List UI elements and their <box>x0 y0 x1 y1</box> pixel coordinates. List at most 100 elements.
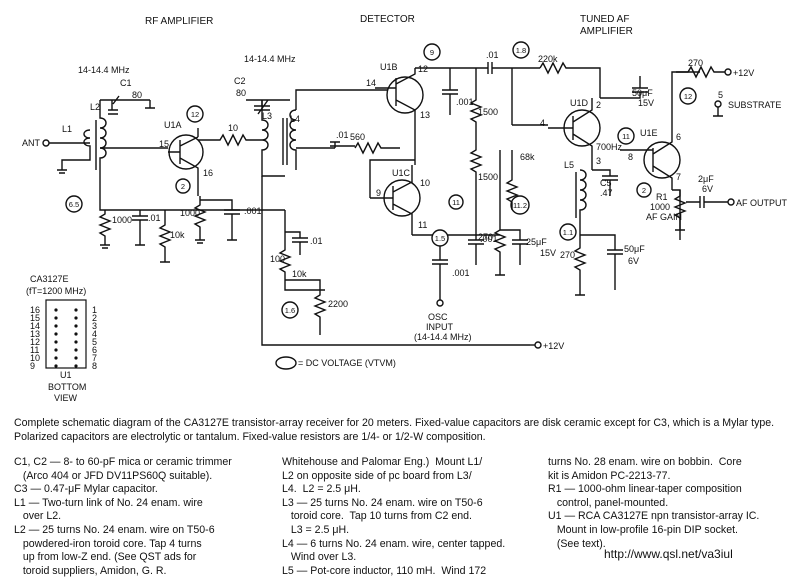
note-line: Wind over L3. <box>282 551 357 564</box>
voltage-1-6-text: 1.6 <box>285 306 295 315</box>
r100-label: 100 <box>270 254 285 264</box>
substrate-label: SUBSTRATE <box>728 100 781 110</box>
l2-label: L2 <box>90 102 100 112</box>
dip-pin-dot <box>74 324 78 328</box>
dc-voltage-legend-symbol <box>275 356 297 370</box>
u1b-label: U1B <box>380 62 398 72</box>
l1-label: L1 <box>62 124 72 134</box>
dip-pin-label: 7 <box>92 353 97 363</box>
note-line: (See text). <box>548 537 606 550</box>
detector-section: .01 560 U1B 14 12 13 9 .001 1500 1500 U1… <box>330 43 556 342</box>
voltage-9-text: 9 <box>430 48 434 57</box>
dip-pin-dot <box>74 356 78 360</box>
pin-4-label: 4 <box>540 118 545 128</box>
note-line: L4. L2 = 2.5 μH. <box>282 483 361 496</box>
voltage-1-1-text: 1.1 <box>563 228 573 237</box>
c001b-label: .001 <box>456 97 474 107</box>
c50uf-label: 50μF <box>632 88 653 98</box>
osc-input-terminal <box>436 299 444 307</box>
r1500a-label: 1500 <box>478 107 498 117</box>
dip-pin-label: 1 <box>92 305 97 315</box>
voltage-4-text: 2 <box>642 186 646 195</box>
dip-pin-label: 5 <box>92 337 97 347</box>
note-line: Mount in low-profile 16-pin DIP socket. <box>548 523 738 536</box>
note-line: powdered-iron toroid core. Tap 4 turns <box>14 537 202 550</box>
u1e-label: U1E <box>640 128 658 138</box>
voltage-2-text: 2 <box>181 182 185 191</box>
c47-label: .47 <box>600 188 613 198</box>
freq-label-1: 14-14.4 MHz <box>78 65 130 75</box>
c2-value: 80 <box>236 88 246 98</box>
substrate-pin-label: 5 <box>718 90 723 100</box>
c001a-label: .001 <box>244 206 262 216</box>
voltage-bubble-1-1 <box>559 223 577 241</box>
u1b-transistor <box>386 76 424 114</box>
af-output-label: AF OUTPUT <box>736 198 788 208</box>
af-output-terminal <box>727 198 735 206</box>
ca3127e-label: CA3127E <box>30 274 69 284</box>
voltage-bubble-1-5 <box>431 229 449 247</box>
c1-label: C1 <box>120 78 132 88</box>
note-line: control, panel-mounted. <box>548 496 669 509</box>
dip-pin-dot <box>74 332 78 336</box>
r270c-label: 270 <box>560 250 575 260</box>
note-line: C3 — 0.47-μF Mylar capacitor. <box>14 483 158 496</box>
v6b-label: 6V <box>702 184 713 194</box>
voltage-bubble-2 <box>175 178 191 194</box>
pin-7-label: 7 <box>676 172 681 182</box>
voltage-1-5-text: 1.5 <box>435 234 445 243</box>
dc-voltage-legend: = DC VOLTAGE (VTVM) <box>298 358 396 368</box>
note-line: C1, C2 — 8- to 60-pF mica or ceramic tri… <box>14 456 232 468</box>
pin-9-label: 9 <box>376 188 381 198</box>
r10-label: 10 <box>228 123 238 133</box>
note-line: L3 — 25 turns No. 24 enam. wire on T50-6 <box>282 496 483 509</box>
dip-pin-dot <box>54 332 58 336</box>
dip-pin-dot <box>54 308 58 312</box>
pin-13-label: 13 <box>420 110 430 120</box>
dip-pin-dot <box>74 340 78 344</box>
voltage-bubble-6-5 <box>65 195 83 213</box>
u1d-label: U1D <box>570 98 589 108</box>
note-line: Whitehouse and Palomar Eng.) Mount L1/ <box>282 456 483 468</box>
dip-pin-dot <box>74 348 78 352</box>
r1000a-label: 1000 <box>112 215 132 225</box>
note-line: turns No. 28 enam. wire on bobbin. Core <box>548 456 742 468</box>
note-line: up from low-Z end. (See QST ads for <box>14 551 197 564</box>
dip-pin-dot <box>54 324 58 328</box>
c5-label: C5 <box>600 178 612 188</box>
dip-pin-label: 15 <box>30 313 40 323</box>
dip-pin-dot <box>54 356 58 360</box>
note-line: over L2. <box>14 510 62 523</box>
voltage-bubble-11-af <box>617 127 635 145</box>
substrate-terminal <box>714 100 722 108</box>
pin-11-label: 11 <box>418 220 427 230</box>
voltage-bubble-12 <box>186 105 204 123</box>
tuned-af-header: TUNED AF <box>580 14 629 25</box>
v6a-label: 6V <box>628 256 639 266</box>
pin-15-label: 15 <box>159 139 169 149</box>
note-line: L1 — Two-turn link of No. 24 enam. wire <box>14 496 203 509</box>
pin-12-label: 12 <box>418 64 428 74</box>
osc-freq-label: (14-14.4 MHz) <box>414 332 472 342</box>
u1a-label: U1A <box>164 120 182 130</box>
l5-label: L5 <box>564 160 574 170</box>
r1-label: R1 <box>656 192 668 202</box>
dip-pin-dot <box>54 364 58 368</box>
v15b-label: 15V <box>540 248 556 258</box>
ft-label: (fT=1200 MHz) <box>26 286 86 296</box>
dip-pin-label: 13 <box>30 329 40 339</box>
antenna-terminal <box>42 139 50 147</box>
notes-column-2: Whitehouse and Palomar Eng.) Mount L1/ L… <box>282 456 505 578</box>
dip-package-outline <box>45 299 87 369</box>
freq-700hz-label: 700Hz <box>596 142 623 152</box>
voltage-11-2-text: 11.2 <box>513 201 527 210</box>
r220k-label: 220k <box>538 54 558 64</box>
note-line: L3 = 2.5 μH. <box>282 523 350 536</box>
c1-value: 80 <box>132 90 142 100</box>
r1000b-label: 1000 <box>180 208 200 218</box>
source-url: http://www.qsl.net/va3iul <box>604 547 733 561</box>
af-gain-label: AF GAIN <box>646 212 682 222</box>
c01c-label: .01 <box>336 130 349 140</box>
note-line: U1 — RCA CA3127E npn transistor-array IC… <box>548 510 760 523</box>
